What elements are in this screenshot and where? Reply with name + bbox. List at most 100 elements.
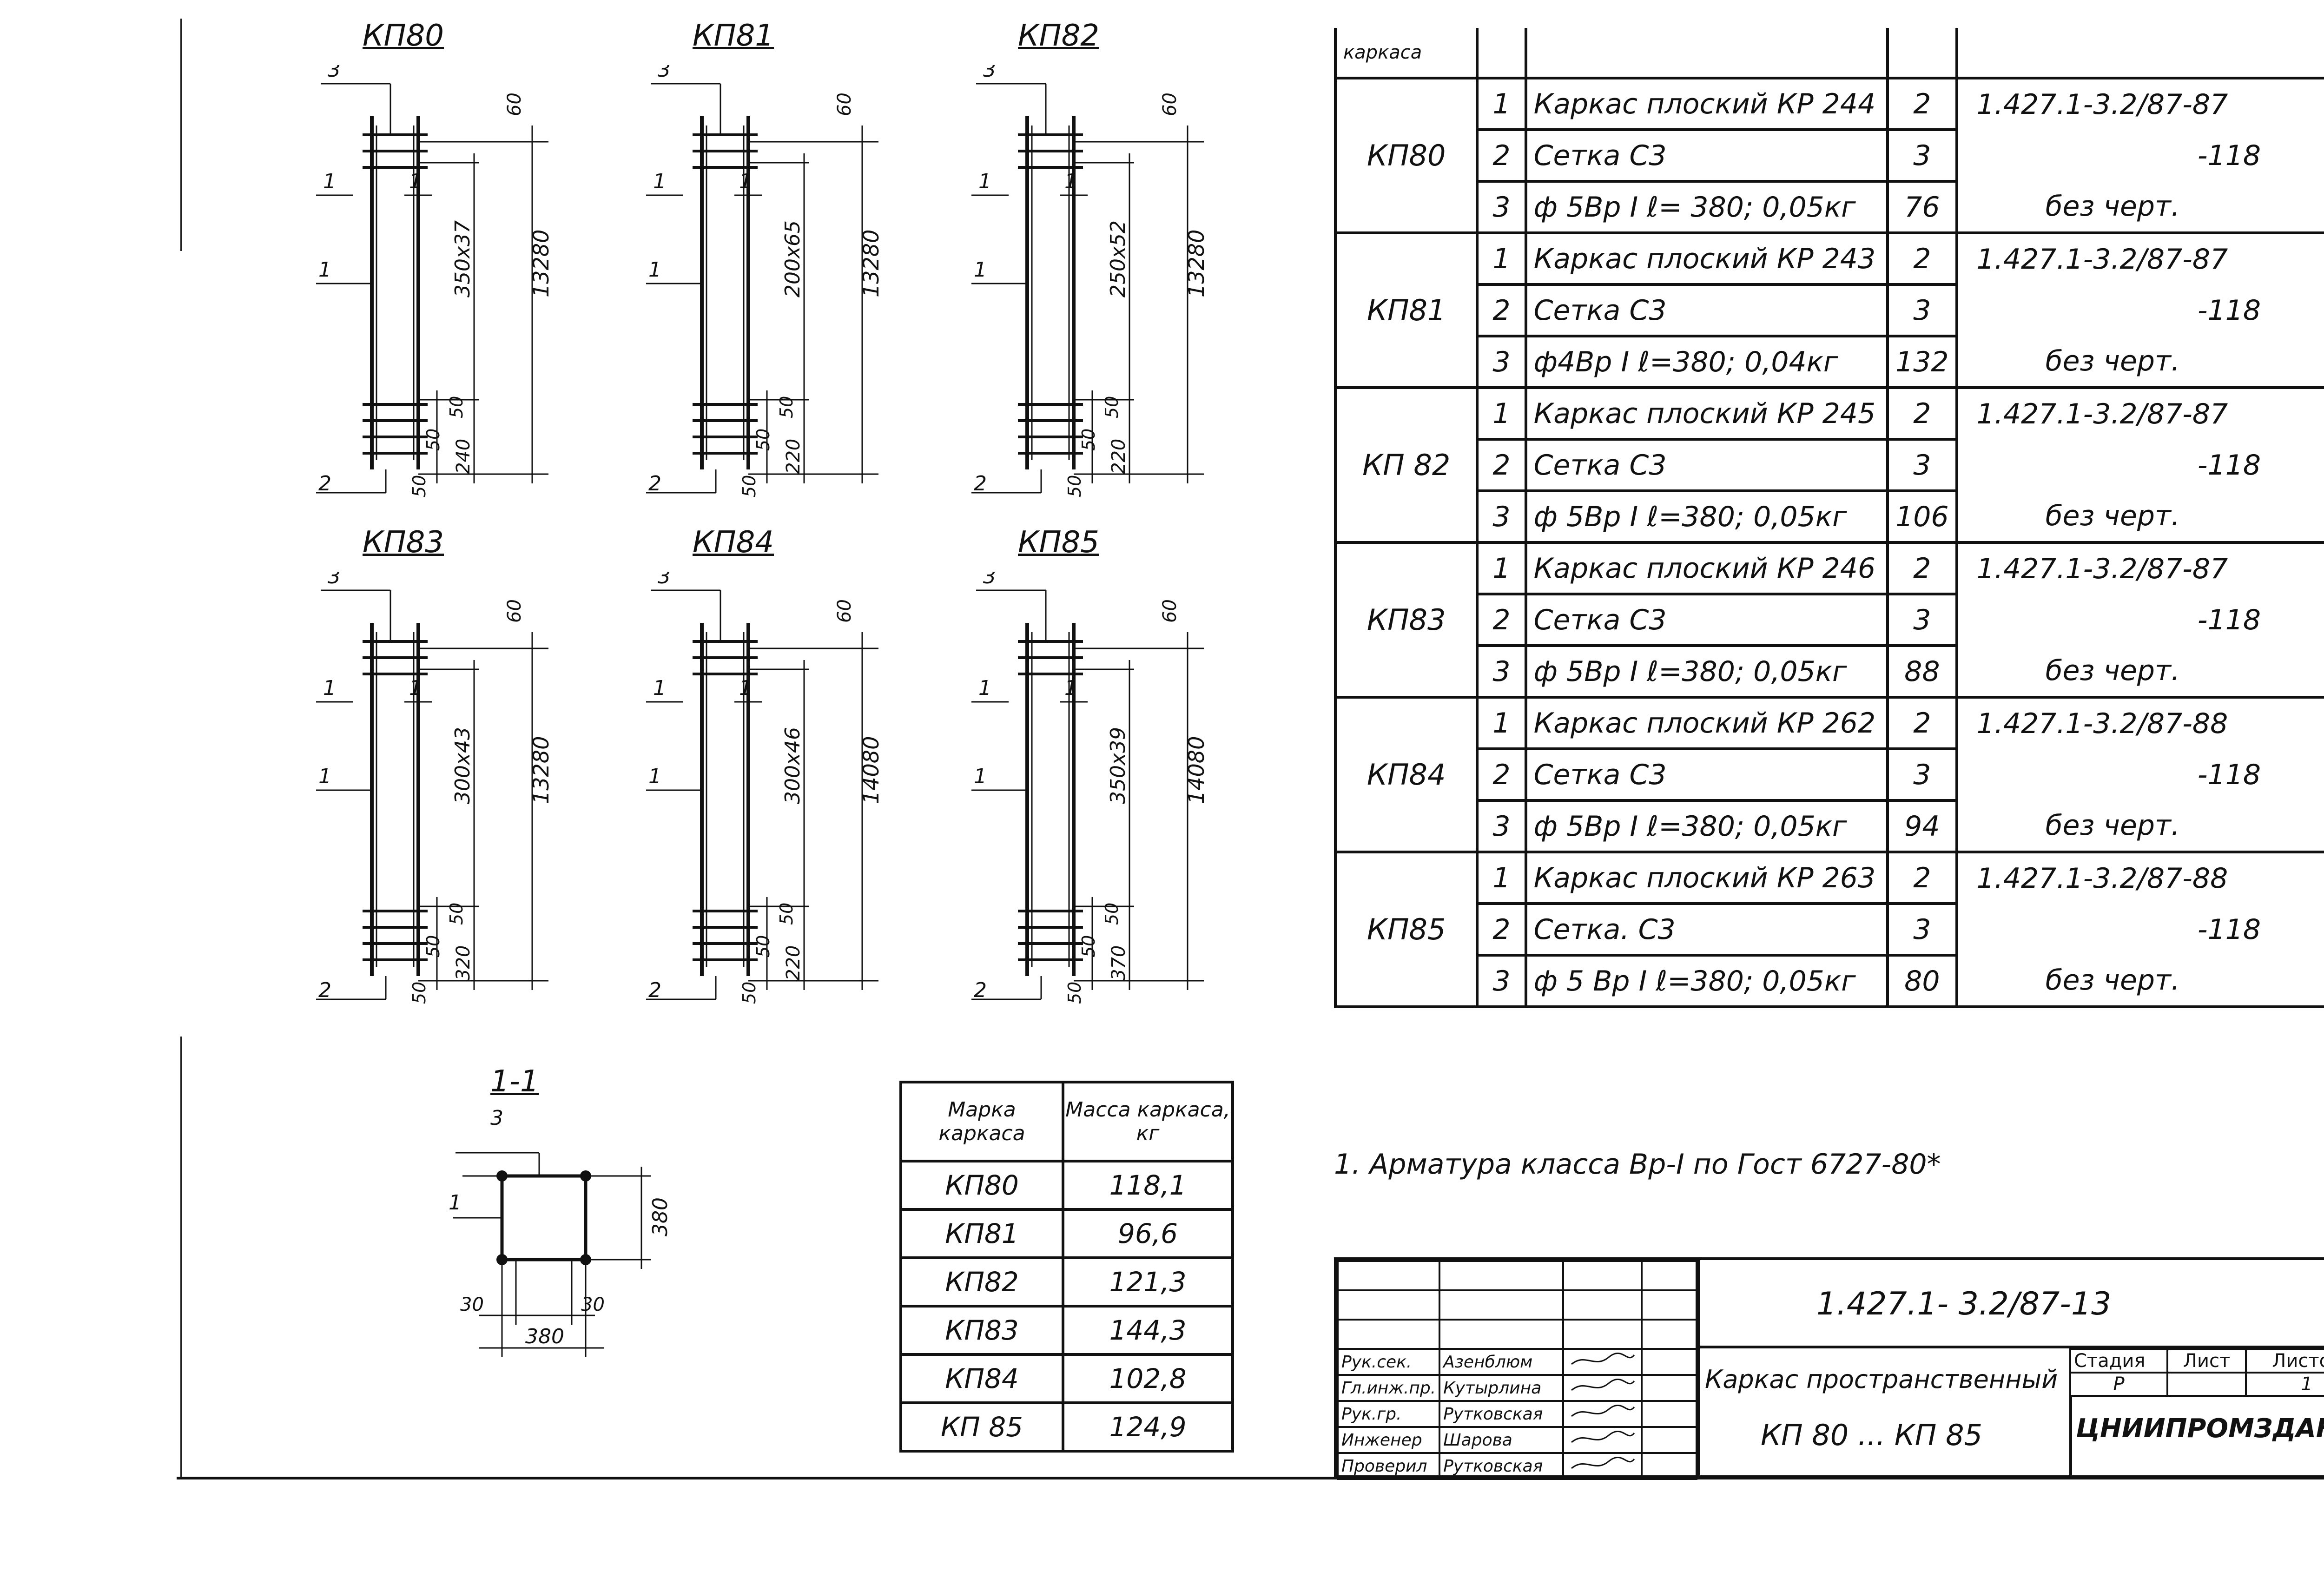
dim-total: 14080 [1184, 736, 1209, 804]
section-title: 1-1 [490, 1064, 539, 1099]
spec-qty: 88 [1886, 644, 1958, 699]
dim-top: 60 [504, 92, 525, 116]
callout-2: 2 [974, 978, 987, 1002]
callout-2: 2 [974, 472, 987, 495]
dim-b3: 50 [739, 982, 759, 1004]
spec-doc: -118 [1955, 130, 2324, 181]
signature-mark [1562, 1426, 1643, 1454]
spec-name: ф 5 Вр I ℓ=380; 0,05кг [1524, 954, 1889, 1008]
dim-b3: 50 [409, 982, 429, 1004]
callout-1-left: 1 [323, 676, 336, 700]
spec-pos: 1 [1476, 851, 1527, 905]
callout-3: 3 [658, 65, 671, 82]
spec-pos: 1 [1476, 386, 1527, 441]
mass-mark: КП81 [899, 1208, 1065, 1259]
spec-doc: 1.427.1-3.2/87-87 [1955, 77, 2324, 130]
mass-header-mass: Масса каркаса, кг [1062, 1081, 1234, 1162]
callout-2: 2 [648, 472, 661, 495]
mass-mass: 121,3 [1062, 1256, 1234, 1308]
dim-b2: 50 [423, 429, 443, 451]
callout-1-left: 1 [323, 170, 336, 193]
callout-1-lower: 1 [318, 765, 331, 788]
stage-table: Стадия Лист Листов Р 1 [2069, 1348, 2324, 1397]
spec-pos: 1 [1476, 696, 1527, 750]
mass-mark: КП83 [899, 1305, 1065, 1356]
mass-mark: КП 85 [899, 1401, 1065, 1453]
frame-title-5: КП85 [1018, 525, 1099, 560]
callout-1-right: 1 [739, 170, 752, 193]
spec-doc: -118 [1955, 284, 2324, 336]
spec-doc: 1.427.1-3.2/87-88 [1955, 696, 2324, 749]
mass-mark: КП84 [899, 1353, 1065, 1404]
spec-qty: 3 [1886, 438, 1958, 492]
dim-bottom: 320 [453, 945, 474, 981]
signer-name: Рутковская [1439, 1452, 1564, 1480]
frame-title-3: КП83 [363, 525, 444, 560]
spec-qty: 2 [1886, 386, 1958, 441]
spec-mark: КП81 [1334, 231, 1479, 389]
spec-doc: без черт. [1955, 955, 2324, 1008]
dim-total: 13280 [858, 230, 884, 297]
dim-total: 13280 [1184, 230, 1209, 297]
section-dim-left: 30 [460, 1294, 484, 1315]
callout-2: 2 [318, 978, 331, 1002]
spec-qty: 2 [1886, 696, 1958, 750]
spec-qty: 80 [1886, 954, 1958, 1008]
dim-b1: 50 [446, 903, 467, 925]
mass-mark: КП82 [899, 1256, 1065, 1308]
spec-doc: 1.427.1-3.2/87-87 [1955, 541, 2324, 594]
stage-value: Р [2069, 1372, 2169, 1397]
dim-bottom: 240 [453, 439, 474, 474]
spec-pos: 2 [1476, 283, 1527, 337]
dim-top: 60 [504, 599, 525, 623]
spec-pos: 1 [1476, 231, 1527, 286]
spec-qty: 2 [1886, 77, 1958, 131]
callout-1-left: 1 [653, 170, 666, 193]
spec-pos: 1 [1476, 77, 1527, 131]
callout-1-right: 1 [409, 676, 422, 700]
dim-b1: 50 [446, 396, 467, 418]
callout-3: 3 [328, 572, 341, 588]
callout-3: 3 [983, 65, 996, 82]
spec-name: Сетка С3 [1524, 747, 1889, 802]
spec-doc: без черт. [1955, 181, 2324, 234]
dim-total: 14080 [858, 736, 884, 804]
spec-name: Сетка С3 [1524, 283, 1889, 337]
spec-doc: без черт. [1955, 336, 2324, 389]
mass-mark: КП80 [899, 1160, 1065, 1211]
signer-row: Рук.гр.Рутковская [1336, 1400, 1697, 1428]
section-label-1: 1 [449, 1191, 462, 1215]
frame-title-4: КП84 [693, 525, 774, 560]
signer-name: Шарова [1439, 1426, 1564, 1454]
spec-qty: 76 [1886, 180, 1958, 234]
spec-doc: 1.427.1-3.2/87-87 [1955, 386, 2324, 439]
spec-pos: 3 [1476, 799, 1527, 853]
frame-title-2: КП82 [1018, 19, 1099, 53]
note-text: 1. Арматура класса Вр-I по Гост 6727-80* [1334, 1148, 1941, 1181]
callout-1-right: 1 [1064, 170, 1077, 193]
dim-b3: 50 [409, 475, 429, 497]
callout-1-left: 1 [978, 170, 991, 193]
spec-name: Каркас плоский КР 244 [1524, 77, 1889, 131]
spec-qty: 2 [1886, 231, 1958, 286]
spec-name: Каркас плоский КР 262 [1524, 696, 1889, 750]
callout-1-lower: 1 [318, 258, 331, 282]
spec-mark: КП 82 [1334, 386, 1479, 544]
callout-1-left: 1 [978, 676, 991, 700]
